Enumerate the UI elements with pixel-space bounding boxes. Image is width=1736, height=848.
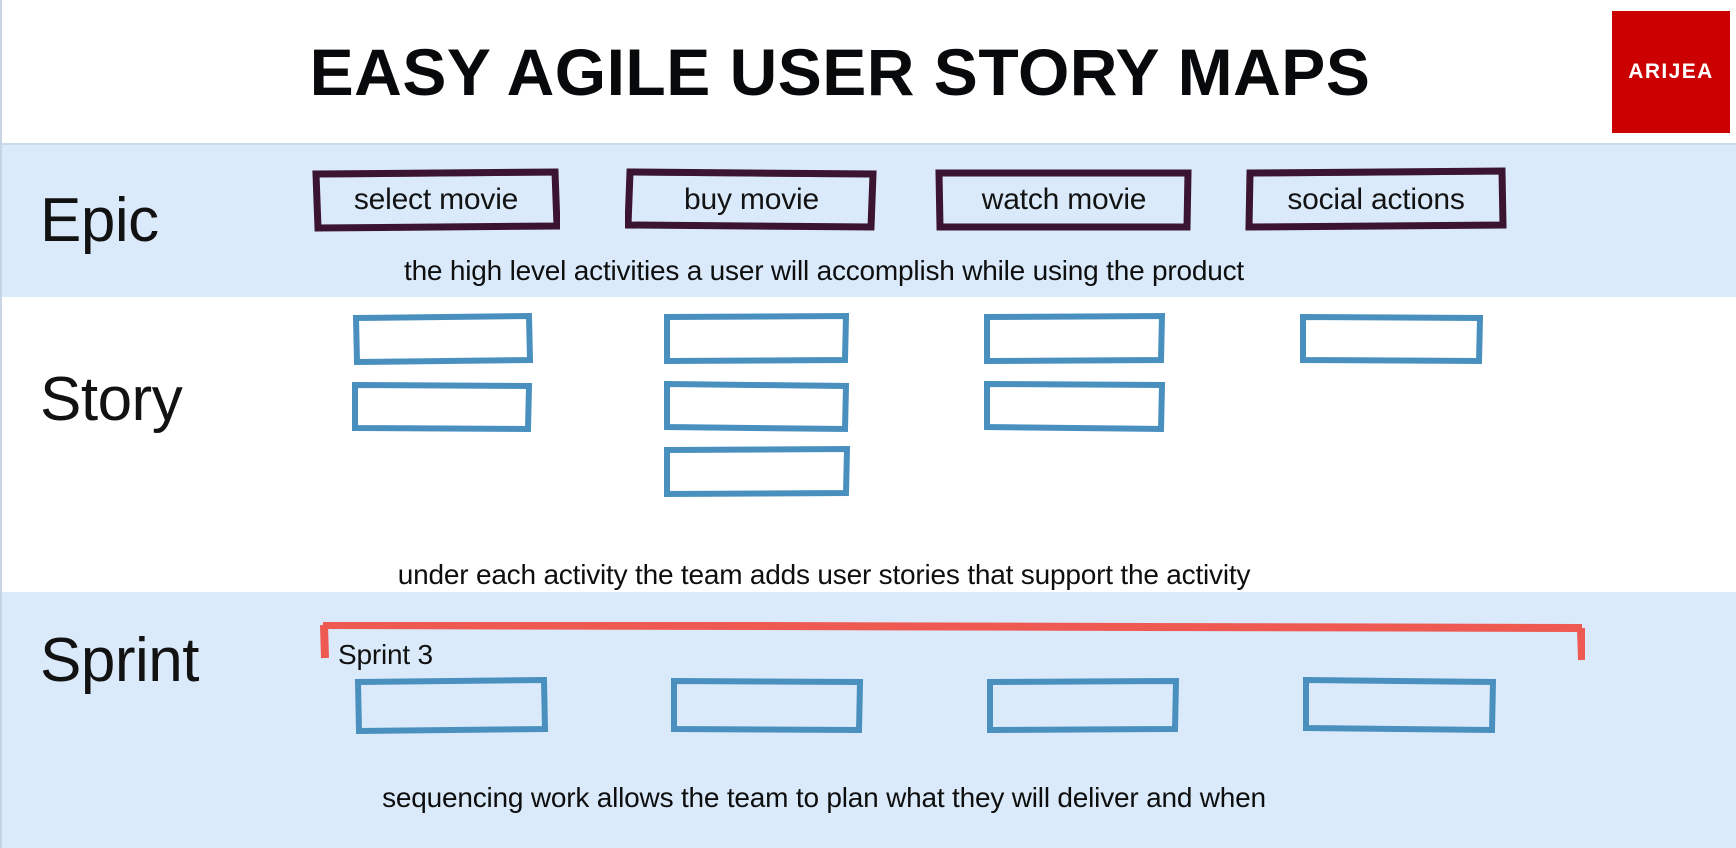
sketch-frame-icon xyxy=(312,168,560,232)
arijea-logo: ARIJEA xyxy=(1612,11,1730,133)
sketch-frame-icon xyxy=(354,677,549,734)
sketch-frame-icon xyxy=(352,381,533,433)
story-card[interactable] xyxy=(352,313,533,365)
sketch-frame-icon xyxy=(935,169,1192,231)
story-caption: under each activity the team adds user s… xyxy=(397,559,1251,590)
epic-row: Epic select movie buy movie watch movie xyxy=(2,145,1736,297)
sprint-row-label: Sprint xyxy=(40,626,199,695)
story-row: Story xyxy=(2,297,1736,592)
epic-card-label: select movie xyxy=(353,183,519,216)
epic-card-social-actions[interactable]: social actions xyxy=(1245,167,1507,232)
story-card[interactable] xyxy=(663,312,850,365)
logo-text: ARIJEA xyxy=(1628,60,1714,83)
sprint-caption: sequencing work allows the team to plan … xyxy=(382,782,1266,813)
sketch-frame-icon xyxy=(1300,313,1484,365)
sprint-bracket-label: Sprint 3 xyxy=(338,639,433,670)
story-card[interactable] xyxy=(983,380,1166,433)
story-card[interactable] xyxy=(983,312,1166,365)
sketch-frame-icon xyxy=(664,312,850,365)
sprint-card[interactable] xyxy=(354,677,549,734)
story-card[interactable] xyxy=(663,445,851,498)
sketch-frame-icon xyxy=(987,677,1180,734)
header-bar: EASY AGILE USER STORY MAPS ARIJEA xyxy=(2,0,1736,145)
sketch-frame-icon xyxy=(671,677,864,734)
page-title: EASY AGILE USER STORY MAPS xyxy=(309,35,1371,109)
epic-card-watch-movie[interactable]: watch movie xyxy=(935,168,1193,232)
sketch-frame-icon xyxy=(984,380,1166,433)
sprint-card[interactable] xyxy=(1302,676,1498,734)
sprint-bracket-icon xyxy=(320,622,1585,662)
story-row-label: Story xyxy=(40,365,183,434)
epic-card-label: social actions xyxy=(1287,182,1465,216)
epic-card-buy-movie[interactable]: buy movie xyxy=(625,167,878,232)
epic-row-label: Epic xyxy=(40,186,159,255)
sketch-frame-icon xyxy=(352,313,533,365)
sketch-frame-icon xyxy=(1245,167,1507,231)
story-card[interactable] xyxy=(351,381,533,433)
sketch-frame-icon xyxy=(664,445,851,498)
story-card[interactable] xyxy=(663,380,850,433)
sketch-frame-icon xyxy=(1303,676,1497,734)
sketch-frame-icon xyxy=(984,312,1166,365)
story-card[interactable] xyxy=(1299,313,1484,365)
epic-card-label: buy movie xyxy=(684,182,819,216)
epic-caption: the high level activities a user will ac… xyxy=(403,255,1245,286)
epic-card-select-movie[interactable]: select movie xyxy=(312,168,560,232)
sprint-card[interactable] xyxy=(986,677,1181,734)
sprint-card[interactable] xyxy=(670,677,865,734)
sketch-frame-icon xyxy=(664,380,850,433)
sketch-frame-icon xyxy=(625,168,877,231)
epic-card-label: watch movie xyxy=(981,183,1147,216)
sprint-row: Sprint Sprint 3 xyxy=(2,592,1736,848)
